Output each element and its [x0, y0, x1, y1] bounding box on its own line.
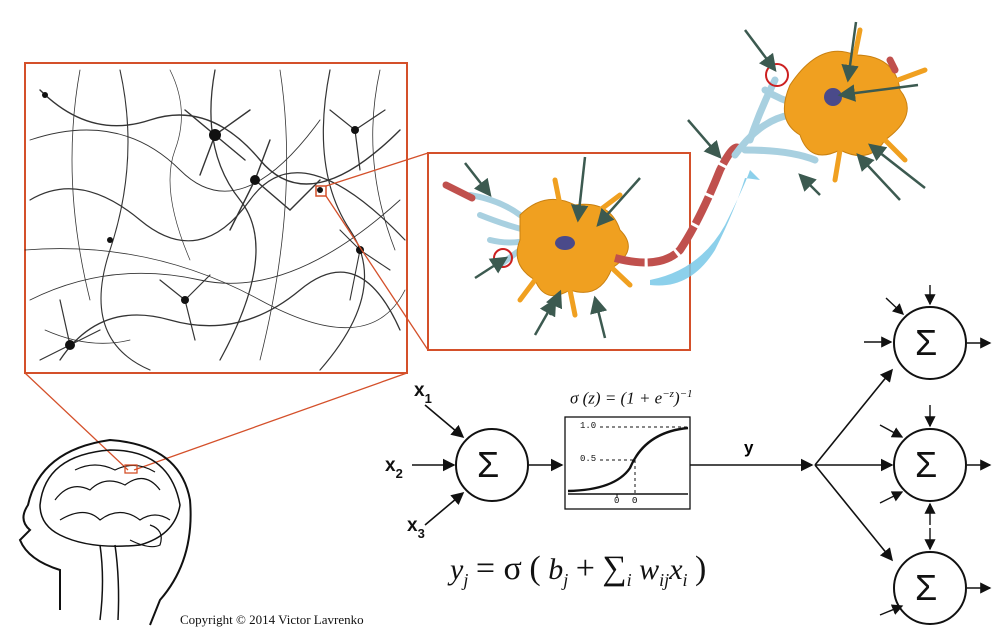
sigmoid-plot: [564, 416, 691, 510]
sum-symbol-bottom: Σ: [915, 567, 938, 608]
tick-0-5: 0.5: [580, 454, 597, 464]
input-label-x1: x1: [414, 380, 432, 406]
neuron-tissue-image: [24, 62, 408, 374]
sigmoid-formula: σ (z) = (1 + e−z)−1: [570, 388, 693, 408]
tick-theta: Θ: [632, 496, 638, 506]
output-label-y: y: [744, 438, 754, 457]
tick-1-0: 1.0: [580, 421, 597, 431]
neuron-illustration-box: [427, 143, 744, 351]
signal-arrows: [650, 170, 760, 286]
perceptron-nodes: [455, 306, 967, 625]
input-label-x3: x3: [407, 515, 425, 541]
output-node-arrows: [864, 285, 992, 616]
input-arrows: [412, 368, 894, 562]
copyright-text: Copyright © 2014 Victor Lavrenko: [180, 612, 364, 627]
zoom-lines: [24, 152, 429, 471]
sum-symbol-middle: Σ: [915, 444, 938, 485]
head-with-brain: [18, 438, 192, 626]
sum-symbol-top: Σ: [915, 322, 938, 363]
input-label-x2: x2: [385, 455, 403, 481]
tick-0: 0: [614, 496, 620, 506]
sum-symbol-main: Σ: [477, 444, 500, 485]
perceptron-equation: yj = σ ( bj + ∑i wijxi ): [450, 550, 707, 590]
neuron-illustration-top: [687, 21, 928, 201]
